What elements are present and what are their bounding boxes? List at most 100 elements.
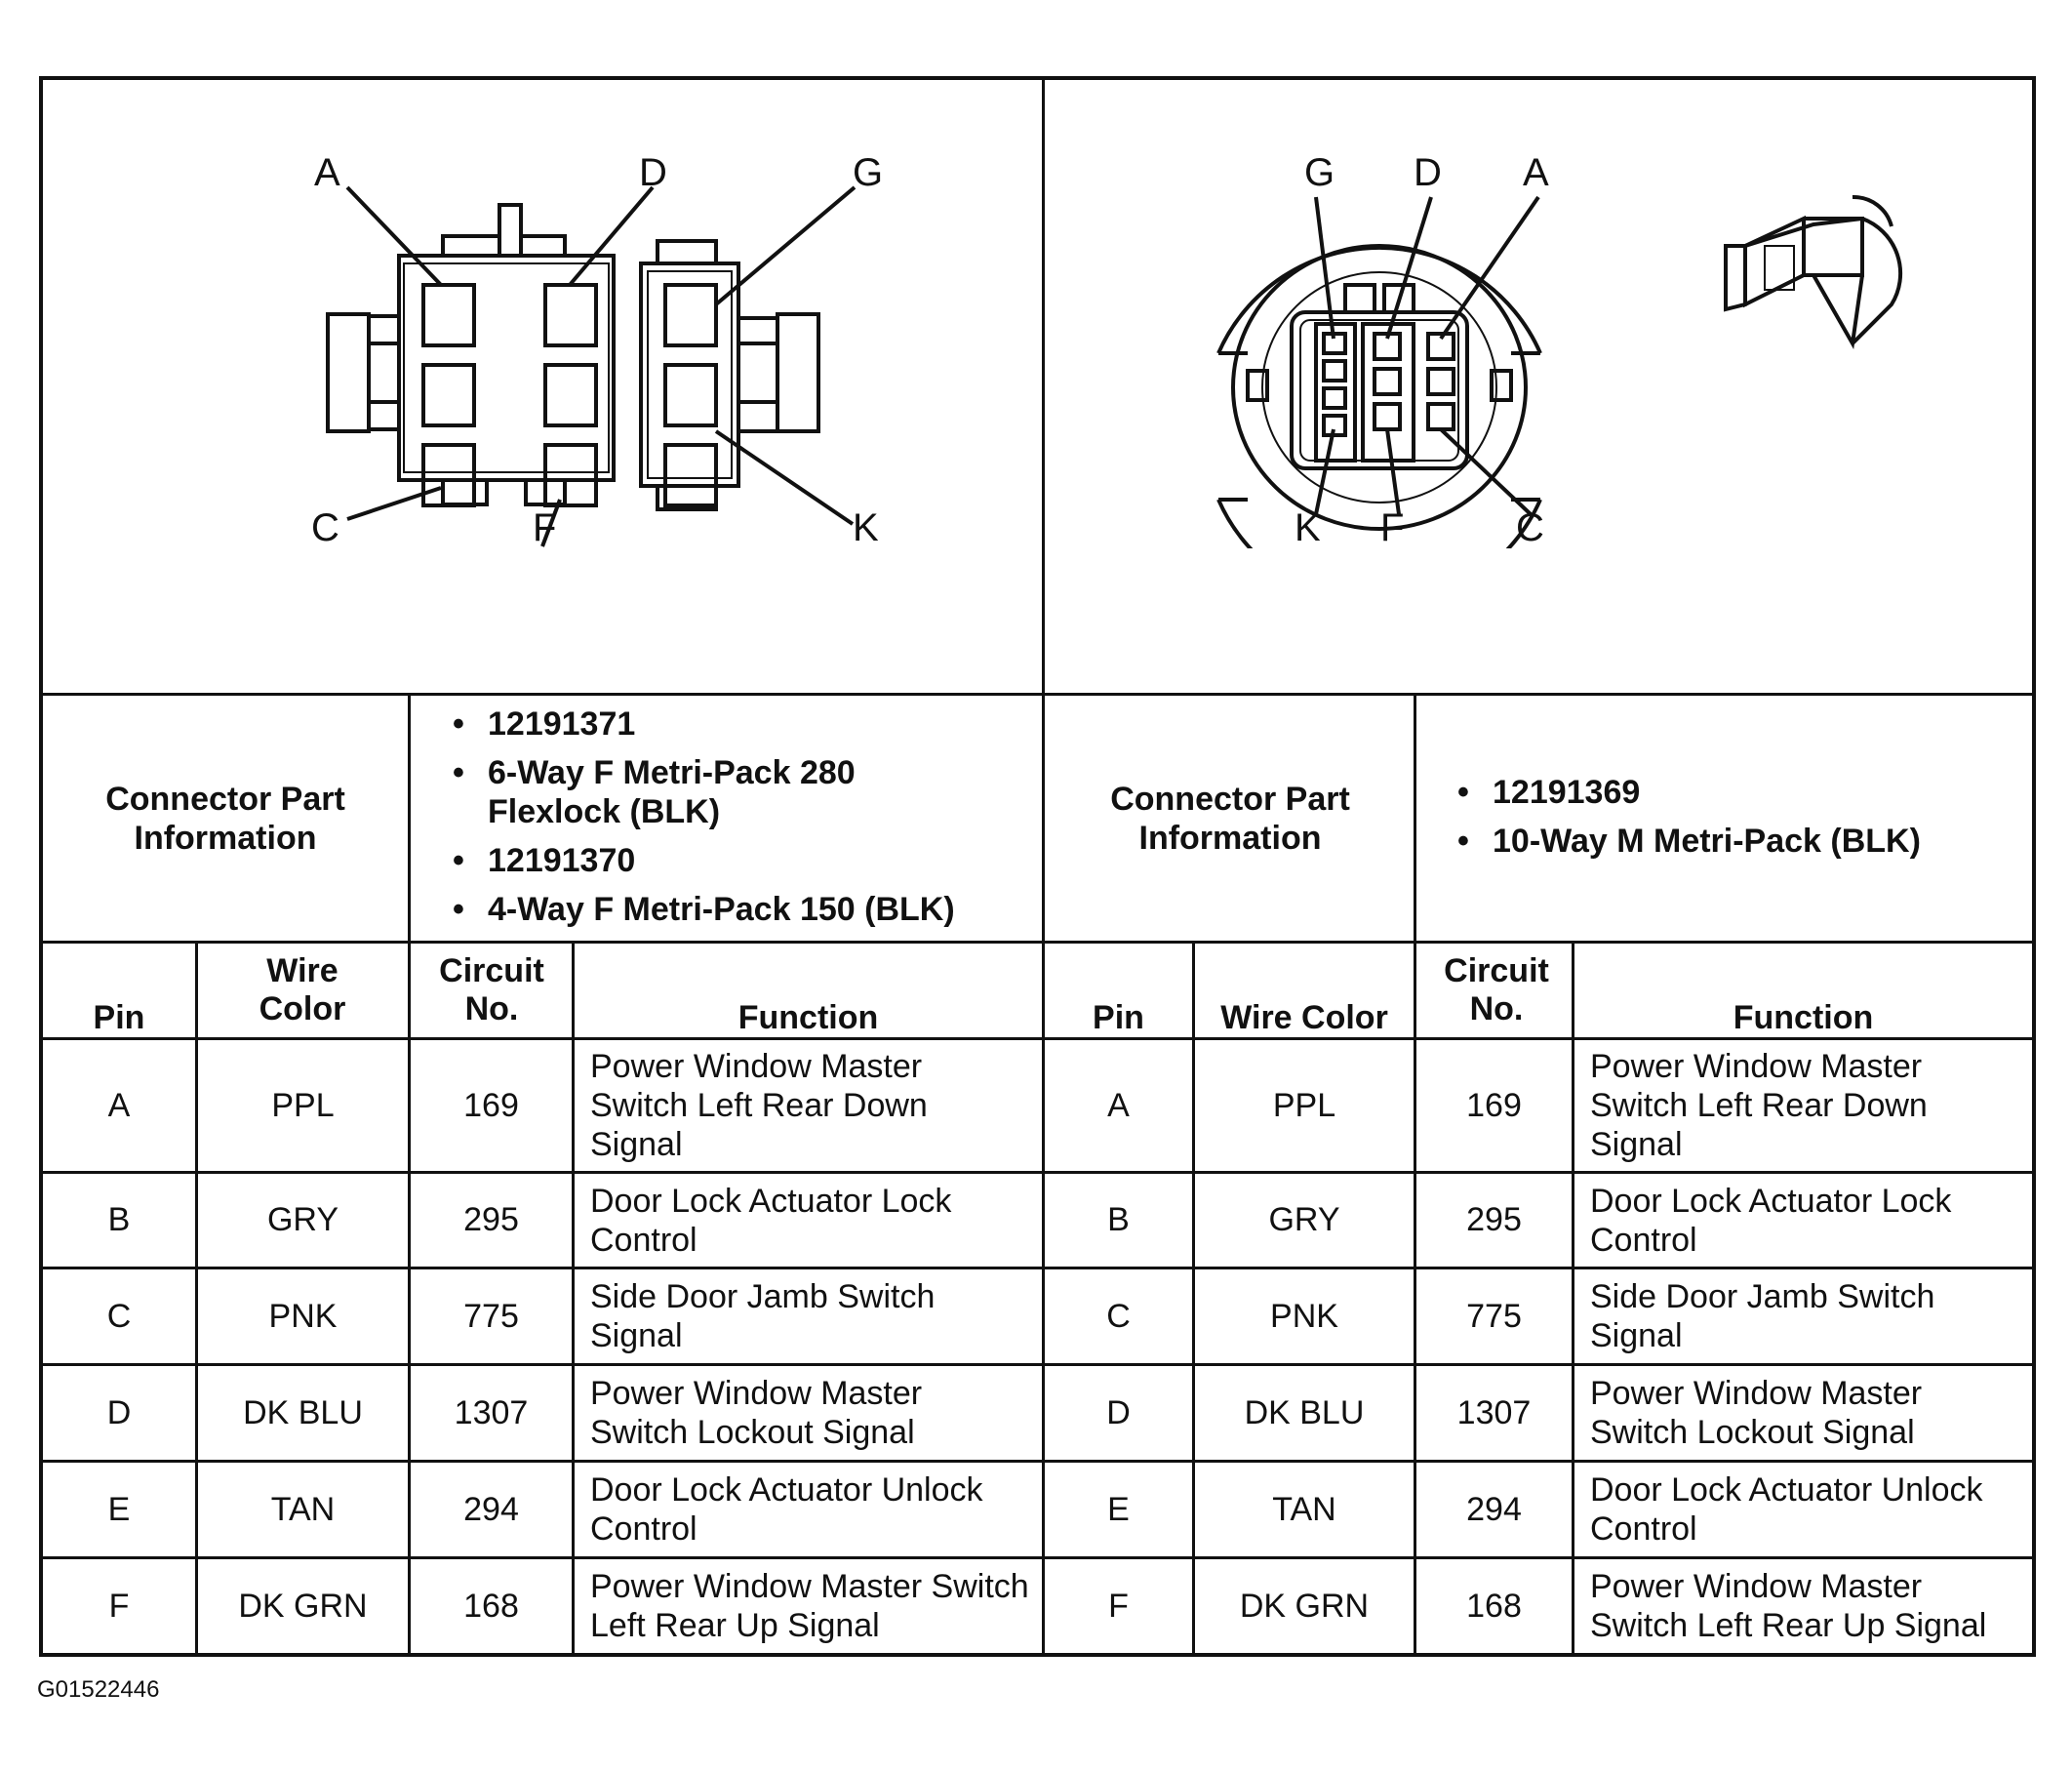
- left-pin-label-k: K: [853, 506, 879, 548]
- right-row-wire: DK BLU: [1244, 1393, 1365, 1431]
- left-row-function: Power Window Master Switch Lockout Signa…: [590, 1375, 923, 1451]
- right-header-wire-color: Wire Color: [1220, 999, 1388, 1037]
- right-row-circuit: 775: [1466, 1297, 1522, 1335]
- left-row-circuit: 295: [463, 1201, 519, 1238]
- right-cavity-c: [1426, 402, 1455, 431]
- right-row-function: Door Lock Actuator Unlock Control: [1590, 1471, 1983, 1548]
- right-header-circuit-no: Circuit No.: [1444, 951, 1549, 1027]
- right-part-item: 12191369: [1455, 773, 2021, 812]
- left-cavity-h: [663, 363, 718, 427]
- left-row-wire: DK GRN: [238, 1587, 368, 1625]
- left-row-function: Door Lock Actuator Lock Control: [590, 1182, 952, 1259]
- left-part-item: 12191370: [451, 841, 1036, 880]
- right-row-circuit: 1307: [1456, 1393, 1532, 1431]
- left-row-circuit: 294: [463, 1490, 519, 1528]
- right-row-function: Side Door Jamb Switch Signal: [1590, 1278, 1935, 1354]
- row-divider-1: [43, 1171, 2032, 1174]
- left-row-circuit: 1307: [454, 1393, 529, 1431]
- right-row-wire: DK GRN: [1239, 1587, 1370, 1625]
- left-row-pin: C: [106, 1297, 132, 1335]
- left-row-wire: TAN: [270, 1490, 336, 1528]
- right-func-col: [1572, 941, 1574, 1653]
- left-cavity-k: [663, 443, 718, 507]
- left-header-circuit-no: Circuit No.: [439, 951, 544, 1027]
- left-row-wire: PNK: [268, 1297, 338, 1335]
- row-divider-5: [43, 1556, 2032, 1559]
- left-row-function: Power Window Master Switch Left Rear Dow…: [590, 1048, 928, 1163]
- left-cavity-c: [421, 443, 476, 507]
- left-row-pin: E: [107, 1490, 131, 1528]
- left-connector-diagram: A D G C F K: [311, 151, 883, 548]
- right-cavity-3: [1322, 386, 1347, 410]
- left-part-item: 12191371: [451, 704, 1036, 744]
- right-part-item: 10-Way M Metri-Pack (BLK): [1455, 822, 2021, 861]
- left-cavity-e: [543, 363, 598, 427]
- left-pin-label-f: F: [533, 506, 556, 548]
- right-row-pin: E: [1107, 1490, 1130, 1528]
- left-cavity-a: [421, 283, 476, 347]
- left-row-pin: D: [106, 1393, 132, 1431]
- right-cavity-b: [1426, 367, 1455, 396]
- right-pin-label-c: C: [1516, 506, 1544, 548]
- right-pin-label-d: D: [1414, 151, 1442, 194]
- left-connector-part-list: 12191371 6-Way F Metri-Pack 280 Flexlock…: [451, 704, 1036, 939]
- info-divider: [43, 941, 2032, 944]
- left-func-col: [572, 941, 575, 1653]
- left-cavity-d: [543, 283, 598, 347]
- right-connector-diagram: G D A K F C: [1216, 151, 1903, 548]
- left-row-circuit: 168: [463, 1587, 519, 1625]
- right-row-function: Power Window Master Switch Lockout Signa…: [1590, 1375, 1923, 1451]
- right-pin-col: [1192, 941, 1195, 1653]
- left-pin-label-g: G: [853, 151, 883, 194]
- right-pin-label-g: G: [1304, 151, 1335, 194]
- connector-perspective-sketch: [1724, 194, 1903, 350]
- left-row-pin: F: [108, 1587, 130, 1625]
- left-row-function: Side Door Jamb Switch Signal: [590, 1278, 936, 1354]
- right-row-circuit: 168: [1466, 1587, 1522, 1625]
- right-row-wire: TAN: [1272, 1490, 1336, 1528]
- right-pin-label-f: F: [1380, 506, 1404, 548]
- left-row-function: Door Lock Actuator Unlock Control: [590, 1471, 983, 1548]
- left-header-function: Function: [737, 999, 879, 1037]
- right-cavity-2: [1322, 359, 1347, 382]
- right-row-circuit: 295: [1466, 1201, 1522, 1238]
- right-row-function: Door Lock Actuator Lock Control: [1590, 1182, 1952, 1259]
- left-pin-label-d: D: [639, 151, 667, 194]
- right-header-function: Function: [1733, 999, 1874, 1037]
- left-row-function: Power Window Master Switch Left Rear Up …: [590, 1568, 1029, 1644]
- left-row-pin: A: [107, 1086, 131, 1124]
- right-row-function: Power Window Master Switch Left Rear Up …: [1590, 1568, 1987, 1644]
- right-cavity-f: [1373, 402, 1402, 431]
- left-row-wire: PPL: [271, 1086, 335, 1124]
- left-row-circuit: 775: [463, 1297, 519, 1335]
- right-connector-info-label: Connector Part Information: [1110, 780, 1350, 857]
- left-part-item: 4-Way F Metri-Pack 150 (BLK): [451, 890, 1036, 929]
- center-divider: [1042, 80, 1045, 1653]
- left-row-wire: GRY: [266, 1201, 339, 1238]
- right-pin-label-k: K: [1295, 506, 1321, 548]
- left-header-wire-color: Wire Color: [259, 951, 346, 1027]
- right-row-pin: C: [1106, 1297, 1131, 1335]
- left-row-circuit: 169: [463, 1086, 519, 1124]
- row-divider-3: [43, 1363, 2032, 1366]
- right-cavity-a: [1426, 332, 1455, 361]
- left-cavity-g: [663, 283, 718, 347]
- right-row-function: Power Window Master Switch Left Rear Dow…: [1590, 1048, 1928, 1163]
- right-row-pin: F: [1108, 1587, 1129, 1625]
- right-row-pin: A: [1107, 1086, 1130, 1124]
- right-row-circuit: 169: [1466, 1086, 1522, 1124]
- left-row-wire: DK BLU: [243, 1393, 363, 1431]
- right-header-pin: Pin: [1093, 999, 1144, 1037]
- left-pin-col: [195, 941, 198, 1653]
- left-connector-info-label: Connector Part Information: [105, 780, 345, 857]
- right-row-circuit: 294: [1466, 1490, 1522, 1528]
- left-pin-label-a: A: [314, 151, 340, 194]
- connector-sheet: A D G C F K: [39, 76, 2036, 1657]
- right-row-pin: B: [1107, 1201, 1130, 1238]
- right-pin-label-a: A: [1523, 151, 1549, 194]
- right-connector-part-list: 12191369 10-Way M Metri-Pack (BLK): [1455, 773, 2021, 870]
- left-pin-label-c: C: [311, 506, 339, 548]
- left-cavity-b: [421, 363, 476, 427]
- right-row-wire: PPL: [1272, 1086, 1336, 1124]
- left-part-item: 6-Way F Metri-Pack 280 Flexlock (BLK): [451, 753, 917, 831]
